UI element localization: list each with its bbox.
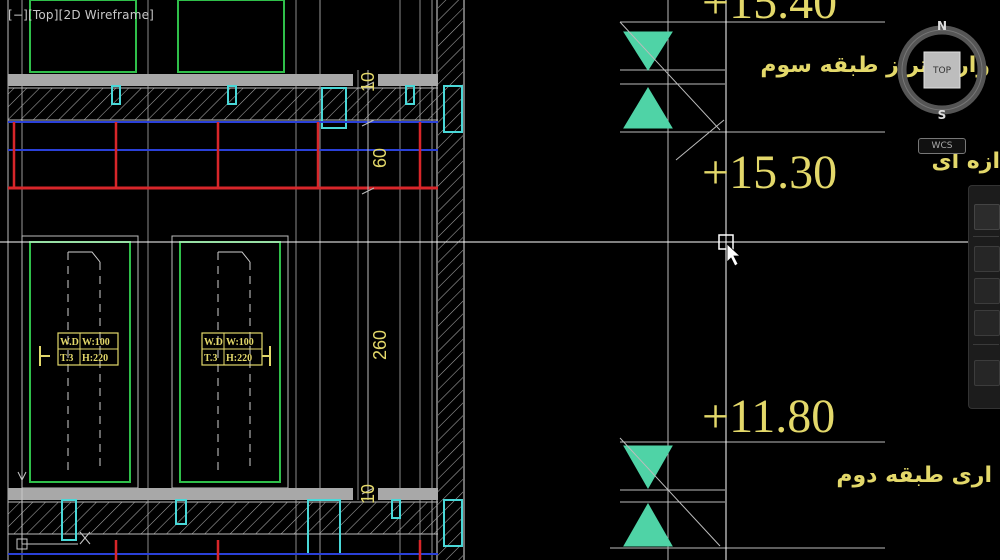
annotation-note: اری طبقه دوم <box>836 463 992 488</box>
window-tag-t: T.3 <box>60 353 73 364</box>
window-tag-t: T.3 <box>204 353 217 364</box>
elevation-label: +15.40 <box>702 0 837 29</box>
dimension-label: 260 <box>370 330 390 360</box>
navigation-bar <box>968 185 1000 409</box>
pan-icon[interactable] <box>974 246 1000 272</box>
wall-hatch-strip <box>438 0 463 560</box>
slab-hatch-lower <box>8 502 438 534</box>
wcs-menu-button[interactable]: WCS <box>918 138 966 154</box>
showmotion-icon[interactable] <box>974 360 1000 386</box>
window-tag-h: H:220 <box>82 353 108 364</box>
dimension-label: 10 <box>358 484 378 504</box>
viewcube[interactable]: TOP N S <box>895 18 990 123</box>
viewport-controls-label[interactable]: [−][Top][2D Wireframe] <box>8 8 155 22</box>
elevation-label: +11.80 <box>702 390 835 443</box>
dimension-label: 60 <box>370 148 390 168</box>
viewcube-face-label: TOP <box>932 66 952 76</box>
compass-north-label[interactable]: N <box>937 19 947 33</box>
compass-south-label[interactable]: S <box>938 108 947 122</box>
mouse-cursor-icon <box>726 243 742 267</box>
slab-hatch-upper <box>8 88 438 120</box>
steering-wheel-icon[interactable] <box>974 204 1000 230</box>
window-tag-w: W:100 <box>226 337 254 348</box>
window-tag-h: H:220 <box>226 353 252 364</box>
elevation-label: +15.30 <box>702 146 837 199</box>
viewcube-top-face[interactable] <box>923 51 961 89</box>
window-tag-wd: W.D <box>60 337 79 348</box>
window-tag-wd: W.D <box>204 337 223 348</box>
window-tag-w: W:100 <box>82 337 110 348</box>
crosshair-pickbox <box>718 234 734 250</box>
zoom-extents-icon[interactable] <box>974 278 1000 304</box>
dimension-label: 10 <box>358 72 378 92</box>
ucs-icon <box>16 471 91 550</box>
orbit-icon[interactable] <box>974 310 1000 336</box>
